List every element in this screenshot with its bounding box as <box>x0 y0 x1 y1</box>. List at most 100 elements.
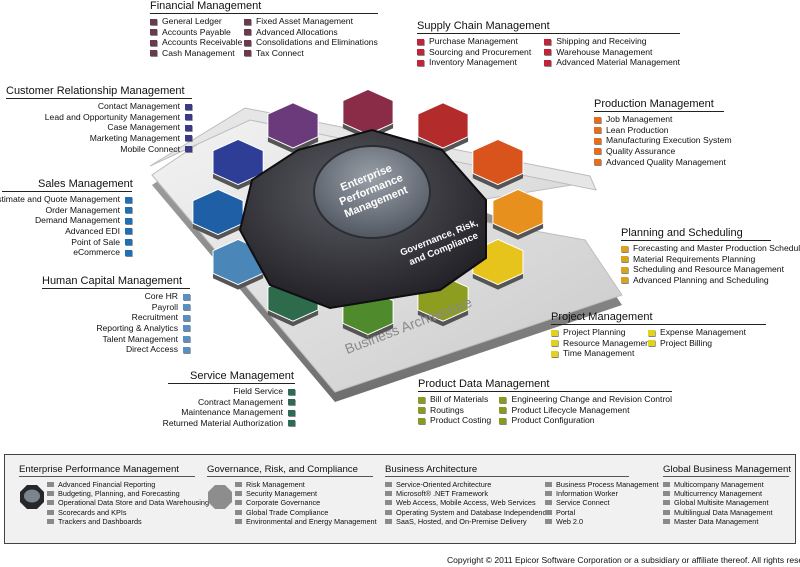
color-swatch-icon <box>544 49 552 56</box>
module-item: Shipping and Receiving <box>544 36 680 47</box>
color-swatch-icon <box>183 293 190 300</box>
grey-swatch-icon <box>385 509 392 515</box>
legend-item-label: Master Data Management <box>674 516 759 526</box>
grey-swatch-icon <box>385 518 392 524</box>
divider <box>621 240 771 242</box>
legend-item-label: Budgeting, Planning, and Forecasting <box>58 489 180 499</box>
legend-item: SaaS, Hosted, and On-Premise Delivery <box>385 517 545 526</box>
module-item-label: Lead and Opportunity Management <box>44 111 180 122</box>
module-item: Bill of Materials <box>418 394 499 405</box>
legend-item-label: Service Connect <box>556 498 610 508</box>
module-item-label: Time Management <box>563 348 635 359</box>
color-swatch-icon <box>621 245 628 252</box>
divider <box>385 476 629 477</box>
module-item: Maintenance Management <box>168 407 295 418</box>
module-item-label: Demand Management <box>34 215 120 226</box>
color-swatch-icon <box>621 256 628 263</box>
section-title: Project Management <box>551 311 653 323</box>
legend-item-label: Information Worker <box>556 489 618 499</box>
module-item-label: Forecasting and Master Production Schedu… <box>633 243 800 254</box>
legend-item-label: Operating System and Database Independen… <box>396 507 551 517</box>
color-swatch-icon <box>594 137 601 144</box>
legend-item: Web Access, Mobile Access, Web Services <box>385 498 545 507</box>
divider <box>663 476 789 477</box>
module-item: Direct Access <box>42 344 190 355</box>
color-swatch-icon <box>183 304 190 311</box>
legend-item: Multicurrency Management <box>663 489 789 498</box>
color-swatch-icon <box>150 39 157 46</box>
module-item-label: Tax Connect <box>256 48 304 59</box>
module-item-label: Core HR <box>144 291 178 302</box>
color-swatch-icon <box>183 335 190 342</box>
module-item-label: Reporting & Analytics <box>96 323 178 334</box>
module-item-label: Contract Management <box>197 396 283 407</box>
module-item-label: Sourcing and Procurement <box>429 46 532 57</box>
color-swatch-icon <box>499 396 507 403</box>
color-swatch-icon <box>185 114 192 121</box>
color-swatch-icon <box>288 399 295 406</box>
module-item: Advanced Quality Management <box>594 156 726 168</box>
module-item-label: Project Billing <box>660 337 713 348</box>
divider <box>207 476 373 477</box>
module-item: Job Management <box>594 114 724 125</box>
legend-item-label: Multicompany Management <box>674 480 764 489</box>
color-swatch-icon <box>125 228 132 235</box>
module-item: Warehouse Management <box>544 47 680 58</box>
module-item: Point of Sale <box>2 237 132 248</box>
module-item-label: Warehouse Management <box>556 46 653 57</box>
legend-epm: Enterprise Performance Management Advanc… <box>19 464 209 526</box>
module-item: Accounts Payable <box>150 27 244 38</box>
module-item-label: Quality Assurance <box>606 146 676 157</box>
section-sales: Sales Management Estimate and Quote Mana… <box>0 178 133 258</box>
color-swatch-icon <box>183 346 190 353</box>
grey-swatch-icon <box>47 518 54 524</box>
grey-swatch-icon <box>385 482 392 488</box>
module-item: Reporting & Analytics <box>42 323 190 334</box>
divider <box>2 191 132 193</box>
legend-item: Security Management <box>235 489 377 498</box>
legend-item: Business Process Management <box>545 480 659 489</box>
module-item: Time Management <box>551 348 648 359</box>
legend-panel: Enterprise Performance Management Advanc… <box>4 454 796 544</box>
legend-item-label: Security Management <box>246 489 317 499</box>
grey-swatch-icon <box>385 500 392 506</box>
legend-item: Environmental and Energy Management <box>235 517 377 526</box>
module-item: Marketing Management <box>6 133 192 144</box>
color-swatch-icon <box>418 417 425 424</box>
legend-item: Master Data Management <box>663 517 789 526</box>
legend-item: Information Worker <box>545 489 659 498</box>
module-item: Cash Management <box>150 48 244 59</box>
grey-swatch-icon <box>47 491 54 497</box>
module-petal <box>492 188 544 236</box>
module-item-label: Advanced Quality Management <box>606 156 726 167</box>
legend-item: Operational Data Store and Data Warehous… <box>47 498 209 507</box>
module-petal <box>192 188 244 236</box>
module-item-label: Routings <box>430 404 464 415</box>
module-item-label: eCommerce <box>73 247 120 258</box>
legend-item-label: Environmental and Energy Management <box>246 516 377 526</box>
module-item-label: Cash Management <box>162 48 235 59</box>
module-item-label: General Ledger <box>162 16 222 27</box>
divider <box>19 476 195 477</box>
module-item-label: Scheduling and Resource Management <box>633 264 784 275</box>
legend-item: Global Trade Compliance <box>235 508 377 517</box>
color-swatch-icon <box>417 49 424 56</box>
module-item: Purchase Management <box>417 36 544 47</box>
legend-item-label: Multicurrency Management <box>674 489 763 499</box>
module-item: Advanced Planning and Scheduling <box>621 275 771 286</box>
legend-item-label: Global Trade Compliance <box>246 507 329 517</box>
color-swatch-icon <box>499 417 507 424</box>
legend-item-label: Portal <box>556 507 576 517</box>
legend-item: Advanced Financial Reporting <box>47 480 209 489</box>
module-item: Core HR <box>42 291 190 302</box>
module-item: Contact Management <box>6 101 192 112</box>
copyright-notice: Copyright © 2011 Epicor Software Corpora… <box>447 555 800 565</box>
module-item: Returned Material Authorization <box>163 418 295 429</box>
section-title: Global Business Management <box>663 464 791 475</box>
legend-item: Service-Oriented Architecture <box>385 480 545 489</box>
